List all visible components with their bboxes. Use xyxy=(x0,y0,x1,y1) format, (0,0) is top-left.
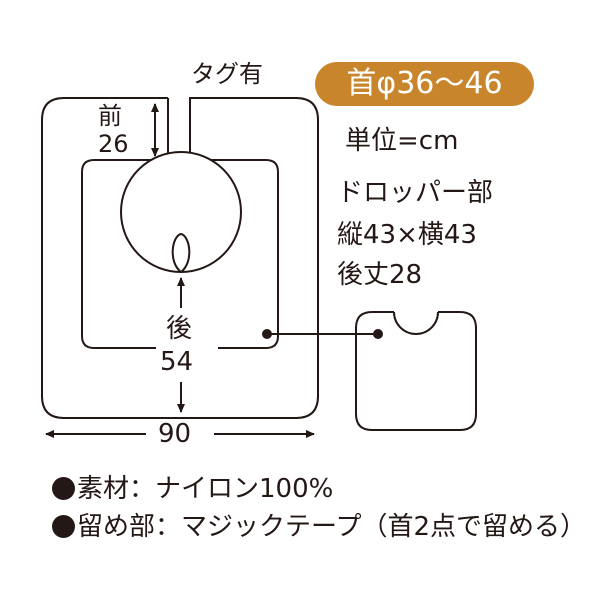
bullet-icon xyxy=(52,477,75,500)
dropper-back-length: 後丈28 xyxy=(337,260,423,290)
dropper-size: 縦43×横43 xyxy=(337,220,477,250)
bib-outer-outline xyxy=(41,97,319,419)
fastener-note: 留め部：マジックテープ（首2点で留める） xyxy=(52,514,586,540)
back-value: 54 xyxy=(160,347,194,377)
bib-inner-outline xyxy=(81,159,168,349)
dropper-title: ドロッパー部 xyxy=(337,178,494,208)
material-note: 素材：ナイロン100% xyxy=(52,476,333,502)
dropper-bib-outline xyxy=(355,311,477,431)
neck-size-badge: 首φ36～46 xyxy=(315,62,534,106)
front-value: 26 xyxy=(98,130,129,158)
width-value: 90 xyxy=(158,419,192,449)
hanging-loop xyxy=(171,232,191,273)
unit-label: 単位=cm xyxy=(345,126,459,156)
dropper-bib-neck xyxy=(393,311,439,335)
bullet-icon xyxy=(52,515,75,538)
fastener-text: 留め部：マジックテープ（首2点で留める） xyxy=(77,512,586,542)
dropper-leader-end-dot xyxy=(373,329,383,339)
front-label: 前 xyxy=(98,102,122,130)
neck-hole xyxy=(120,151,242,273)
tag-label: タグ有 xyxy=(191,60,263,88)
back-label: 後 xyxy=(166,314,193,344)
bib-inner-outline-right xyxy=(190,159,279,349)
material-text: 素材：ナイロン100% xyxy=(77,474,334,504)
